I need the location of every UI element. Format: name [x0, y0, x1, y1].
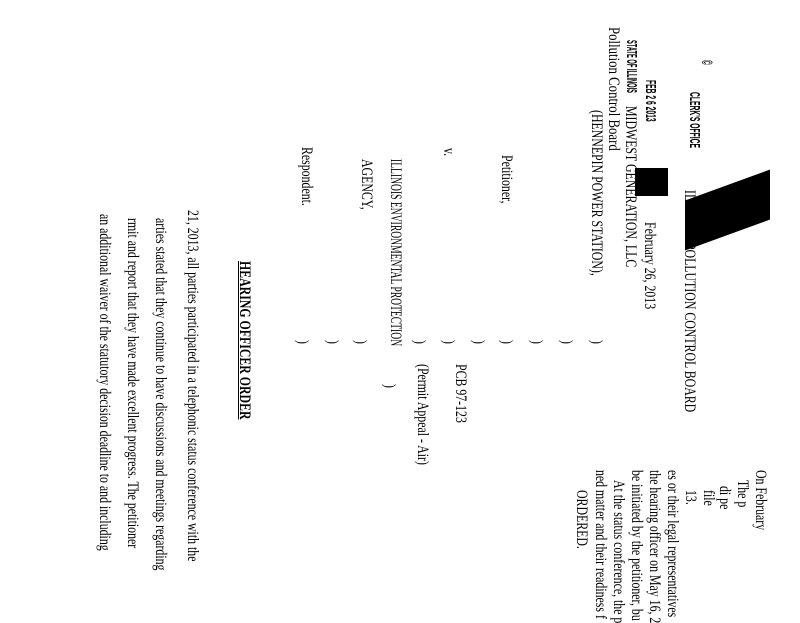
stamp-board: Pollution Control Board [605, 27, 622, 151]
order-line: rmit and report that they have made exce… [124, 218, 141, 549]
caption-bracket: ) [498, 340, 515, 344]
right-line: di pe [716, 486, 733, 510]
caption-bracket: ) [381, 384, 398, 388]
case-type: (Permit Appeal - Air) [414, 364, 431, 465]
versus: v. [440, 148, 457, 157]
stamp-date: FEB 2 6 2013 [642, 80, 659, 122]
petitioner-name-2: (HENNEPIN POWER STATION), [588, 110, 605, 276]
respondent-name: ILLINOIS ENVIRONMENTAL PROTECTION [387, 159, 404, 347]
respondent-label: Respondent. [298, 147, 315, 206]
right-line: ned matter and their readiness f [592, 470, 609, 619]
right-line: On February [752, 470, 769, 531]
right-line: the hearing officer on May 16, 2 [646, 470, 663, 623]
caption-bracket: ) [411, 340, 428, 344]
agency-title: ILLINOIS POLLUTION CONTROL BOARD [681, 190, 698, 413]
right-line: file [700, 490, 717, 506]
caption-bracket: ) [440, 340, 457, 344]
case-number: PCB 97-123 [452, 364, 469, 423]
respondent-name-2: AGENCY, [358, 159, 375, 210]
petitioner-name: MIDWEST GENERATION, LLC [622, 106, 639, 268]
header-date: February 26, 2013 [641, 222, 658, 310]
order-line: an additional waiver of the statutory de… [96, 214, 113, 551]
stamp-state: STATE OF ILLINOIS [623, 40, 640, 93]
right-line: 13. [682, 490, 699, 505]
ordered-label: ORDERED. [573, 490, 590, 549]
caption-bracket: ) [324, 340, 341, 344]
order-title: HEARING OFFICER ORDER [236, 261, 253, 420]
caption-bracket: ) [588, 340, 605, 344]
caption-bracket: ) [558, 340, 575, 344]
right-line: The p [734, 480, 751, 508]
caption-bracket: ) [470, 340, 487, 344]
caption-bracket: ) [294, 340, 311, 344]
caption-bracket: ) [528, 340, 545, 344]
right-line: At the status conference, the p [610, 480, 627, 623]
petitioner-label: Petitioner, [498, 155, 515, 204]
order-line: 21, 2013, all parties participated in a … [184, 210, 201, 562]
caption-bracket: ) [352, 340, 369, 344]
right-line: es or their legal representatives [664, 470, 681, 618]
copyright-mark: © [698, 60, 715, 65]
stamp-box [634, 167, 669, 197]
clerks-office: CLERK'S OFFICE [686, 92, 703, 148]
order-line: arties stated that they continue to have… [152, 218, 169, 571]
right-line: be initiated by the petitioner, bu [628, 470, 645, 621]
